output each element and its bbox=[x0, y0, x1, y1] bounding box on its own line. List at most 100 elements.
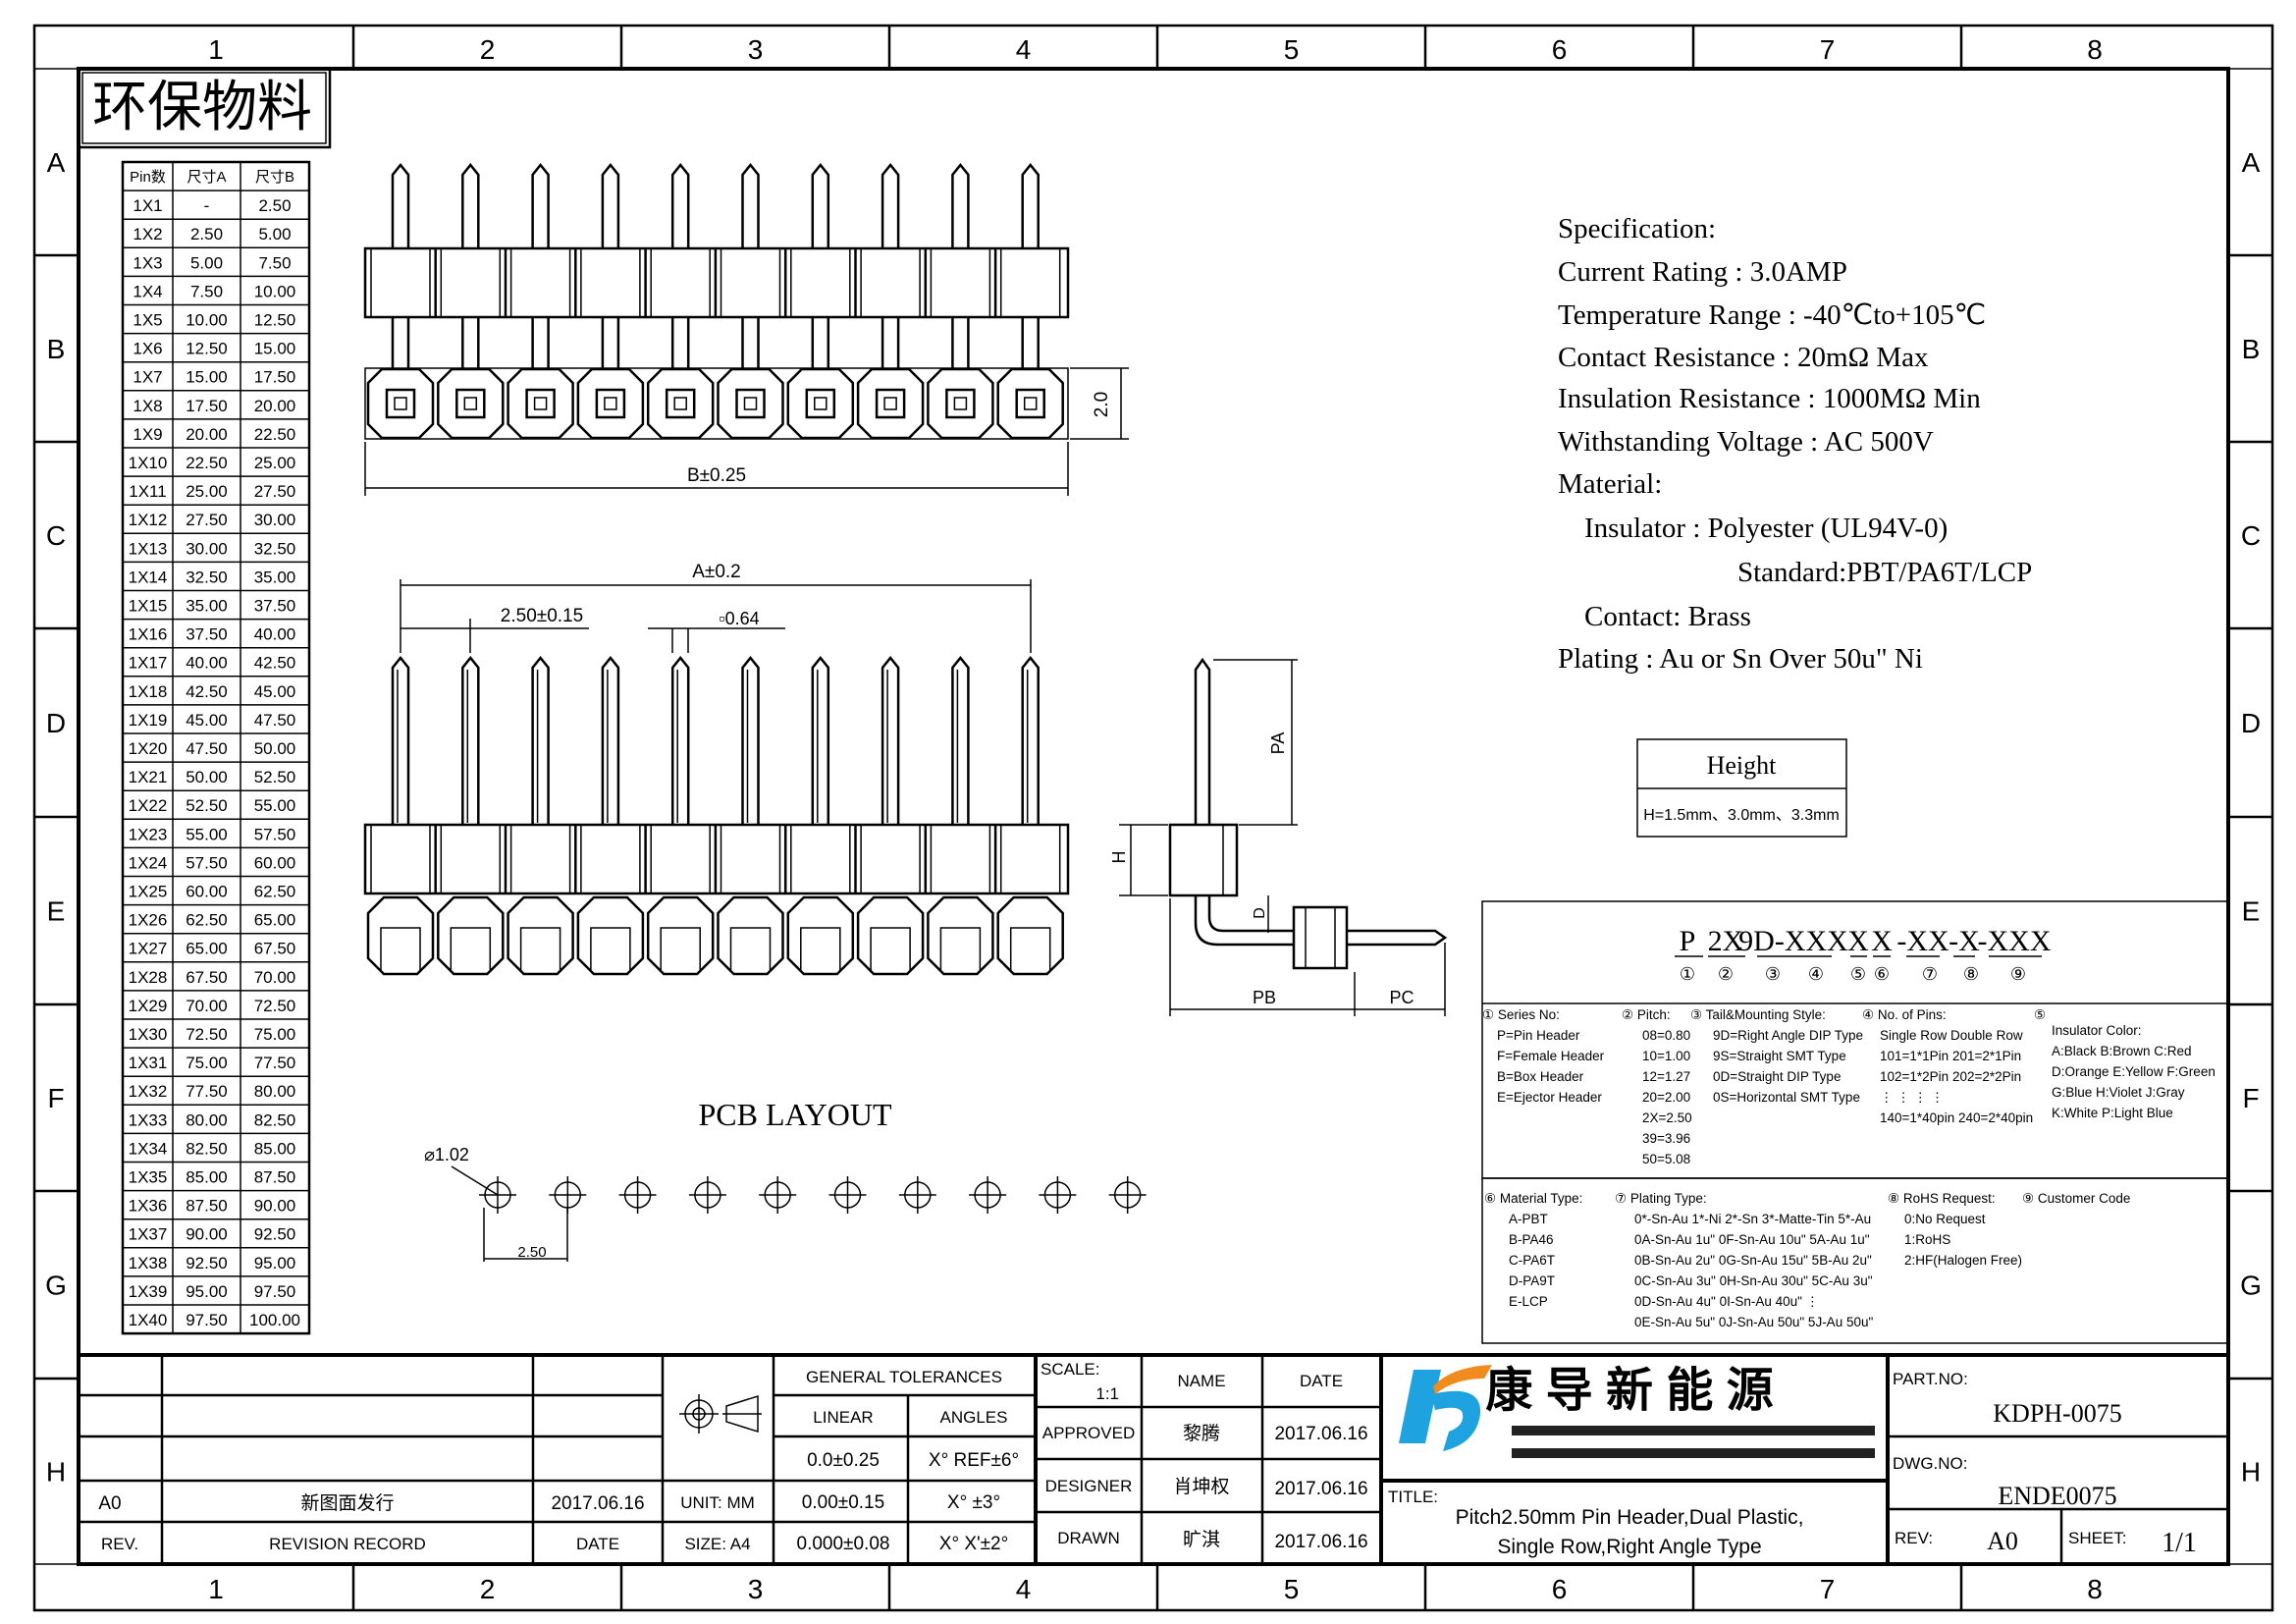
table-cell: 1X1 bbox=[133, 196, 162, 215]
height-title: Height bbox=[1707, 751, 1778, 780]
legend-item: 101=1*1Pin 201=2*1Pin bbox=[1880, 1049, 2021, 1063]
table-cell: 1X11 bbox=[129, 482, 166, 501]
pcb-layout bbox=[451, 1165, 1147, 1262]
row-marker-right: C bbox=[2241, 520, 2261, 551]
table-cell: 1X36 bbox=[129, 1197, 168, 1216]
table-cell: 1X34 bbox=[129, 1139, 168, 1158]
legend-item: 0B-Sn-Au 2u" 0G-Sn-Au 15u" 5B-Au 2u" bbox=[1634, 1253, 1872, 1268]
pin-pad bbox=[786, 367, 855, 440]
legend-title: ⑥ Material Type: bbox=[1484, 1191, 1582, 1206]
column-marker-top: 3 bbox=[748, 34, 764, 65]
table-cell: - bbox=[204, 196, 210, 215]
row-marker-left: G bbox=[45, 1271, 67, 1301]
table-cell: 1X14 bbox=[129, 568, 168, 586]
legend-title: ④ No. of Pins: bbox=[1862, 1007, 1947, 1022]
pin bbox=[741, 655, 760, 825]
part-code-segment: -XXX bbox=[1978, 925, 2052, 957]
table-cell: 60.00 bbox=[254, 853, 296, 872]
date-label: DATE bbox=[576, 1535, 619, 1553]
table-cell: 1X24 bbox=[129, 853, 168, 872]
company-logo: 康 导 新 能 源 bbox=[1399, 1365, 1875, 1458]
general-tolerances-label: GENERAL TOLERANCES bbox=[806, 1368, 1002, 1386]
unit-label: UNIT: MM bbox=[680, 1493, 755, 1512]
revision-record-label: REVISION RECORD bbox=[269, 1535, 426, 1553]
legend-item: F=Female Header bbox=[1497, 1049, 1605, 1063]
drawn-date: 2017.06.16 bbox=[1274, 1532, 1367, 1552]
legend-customer: ⑨ Customer Code bbox=[2022, 1191, 2130, 1206]
table-cell: 22.50 bbox=[254, 425, 296, 444]
table-cell: 1X37 bbox=[129, 1225, 168, 1244]
table-cell: 7.50 bbox=[258, 253, 291, 272]
table-cell: 92.50 bbox=[186, 1254, 228, 1272]
spec-contact-resistance: Contact Resistance : 20mΩ Max bbox=[1558, 342, 1929, 373]
dim-h-label: H bbox=[1109, 851, 1129, 864]
dim-d-label: D bbox=[1252, 907, 1268, 919]
table-cell: 75.00 bbox=[186, 1054, 228, 1072]
spec-voltage: Withstanding Voltage : AC 500V bbox=[1558, 426, 1934, 458]
column-marker-top: 1 bbox=[208, 34, 224, 65]
pin-pad bbox=[856, 367, 925, 440]
table-cell: 1X33 bbox=[129, 1110, 168, 1129]
table-cell: 1X23 bbox=[129, 825, 168, 843]
part-code-marker: ④ bbox=[1808, 964, 1824, 984]
table-cell: 1X39 bbox=[129, 1282, 168, 1301]
table-cell: 52.50 bbox=[254, 768, 296, 786]
dim-pb-label: PB bbox=[1253, 988, 1276, 1007]
legend-title: ⑤ bbox=[2034, 1007, 2046, 1022]
pin bbox=[601, 655, 620, 825]
pin bbox=[951, 655, 970, 825]
table-cell: 95.00 bbox=[186, 1282, 228, 1301]
pin bbox=[1021, 162, 1040, 250]
column-marker-top: 2 bbox=[480, 34, 496, 65]
specification-block: Specification: Current Rating : 3.0AMP T… bbox=[1558, 213, 2032, 675]
legend-item: 1:RoHS bbox=[1904, 1232, 1950, 1247]
company-name: 康 导 新 能 源 bbox=[1485, 1365, 1773, 1417]
table-cell: 2.50 bbox=[258, 196, 291, 215]
table-cell: 1X31 bbox=[129, 1054, 168, 1072]
pin bbox=[670, 314, 690, 372]
pin bbox=[741, 162, 760, 250]
pin bbox=[811, 162, 830, 250]
pin bbox=[811, 314, 830, 372]
legend-item: 20=2.00 bbox=[1642, 1090, 1690, 1105]
table-cell: 52.50 bbox=[186, 796, 228, 815]
pin bbox=[881, 314, 900, 372]
column-marker-top: 5 bbox=[1284, 34, 1300, 65]
table-cell: 1X10 bbox=[129, 454, 168, 472]
height-box: Height H=1.5mm、3.0mm、3.3mm bbox=[1636, 738, 1847, 838]
table-cell: 5.00 bbox=[258, 225, 291, 244]
spec-contact: Contact: Brass bbox=[1584, 601, 1751, 632]
table-cell: 1X9 bbox=[133, 425, 162, 444]
table-cell: 72.50 bbox=[254, 997, 296, 1015]
stamp-text: 环保物料 bbox=[92, 78, 312, 138]
spec-current: Current Rating : 3.0AMP bbox=[1558, 256, 1847, 288]
pin bbox=[461, 655, 480, 825]
angle-tol-3: X° X'±2° bbox=[939, 1534, 1008, 1554]
side-view bbox=[1119, 657, 1448, 1016]
legend-item: D:Orange E:Yellow F:Green bbox=[2052, 1064, 2216, 1079]
table-cell: 15.00 bbox=[186, 368, 228, 387]
pin-pad bbox=[717, 367, 784, 440]
part-code-marker: ① bbox=[1680, 964, 1695, 984]
table-cell: 1X5 bbox=[133, 311, 162, 330]
front-view bbox=[363, 579, 1070, 976]
legend-item: 0:No Request bbox=[1904, 1212, 1986, 1226]
table-cell: 32.50 bbox=[254, 539, 296, 558]
table-cell: 1X38 bbox=[129, 1254, 168, 1272]
table-cell: 1X17 bbox=[129, 654, 168, 673]
